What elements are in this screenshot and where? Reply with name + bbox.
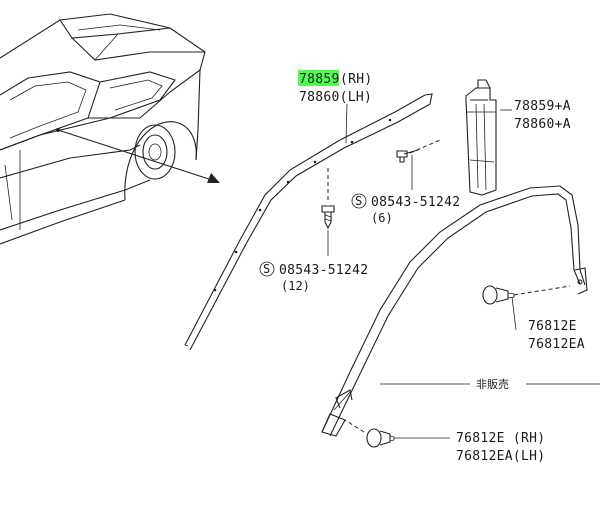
standard-mark-upper-icon xyxy=(351,193,367,209)
kit-rh-label: 78859+A xyxy=(514,99,571,114)
screw-lower-label: 08543-51242 xyxy=(279,263,368,278)
standard-mark-upper: S xyxy=(355,194,362,208)
part-rh-suffix: (RH) xyxy=(340,72,373,87)
standard-mark-lower: S xyxy=(263,262,270,276)
door-opening-frame xyxy=(321,185,588,437)
screw-lower-qty: (12) xyxy=(281,279,310,293)
clip-bottom-icon xyxy=(344,419,450,448)
car-illustration xyxy=(0,13,220,245)
clip-right-icon xyxy=(482,285,571,331)
standard-mark-lower-icon xyxy=(259,261,275,277)
highlight-box xyxy=(298,70,339,86)
screw-upper-label: 08543-51242 xyxy=(371,195,460,210)
part-rh-number: 78859 xyxy=(299,72,340,87)
clip-bottom-rh-label: 76812E (RH) xyxy=(456,431,545,446)
not-for-sale-label: 非販売 xyxy=(476,378,509,391)
screw-lower-icon xyxy=(321,168,335,256)
clip-bottom-lh-label: 76812EA(LH) xyxy=(456,449,545,464)
clip-right-label-2: 76812EA xyxy=(528,337,585,352)
screw-upper-qty: (6) xyxy=(371,211,393,225)
roof-drip-molding xyxy=(184,93,433,351)
clip-right-label-1: 76812E xyxy=(528,319,577,334)
part-lh-label: 78860(LH) xyxy=(299,90,372,105)
screw-upper-icon xyxy=(396,139,441,190)
kit-lh-label: 78860+A xyxy=(514,117,571,132)
pillar-kit xyxy=(465,79,512,196)
